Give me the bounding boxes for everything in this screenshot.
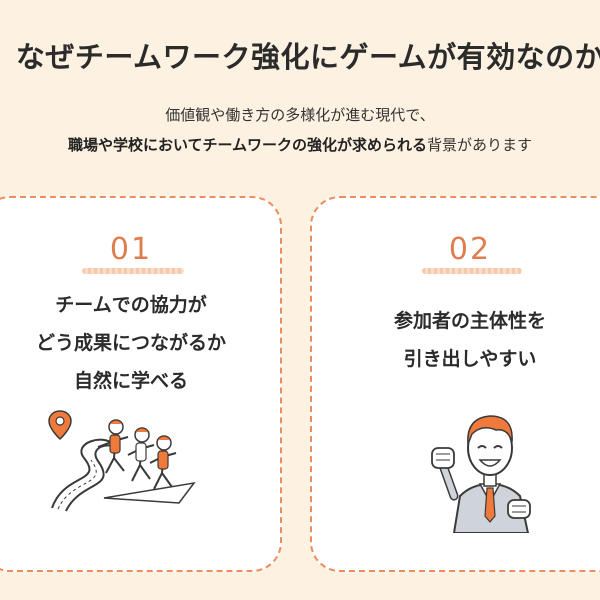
card-text: チームでの協力が どう成果につながるか 自然に学べる <box>0 286 280 400</box>
card-text-line: 参加者の主体性を <box>393 310 546 332</box>
subtitle-emphasis: 職場や学校においてチームワークの強化が求められる <box>67 136 428 154</box>
card-number: 01 <box>109 232 153 267</box>
card-text-line: どう成果につながるか <box>35 332 226 354</box>
card-text-line: 引き出しやすい <box>403 348 537 370</box>
page-title: なぜチームワーク強化にゲームが有効なのか <box>15 40 600 74</box>
subtitle-tail: 背景があります <box>427 136 533 154</box>
reason-card-01: 01 チームでの協力が どう成果につながるか 自然に学べる <box>0 196 282 572</box>
team-running-to-goal-illustration <box>48 410 196 512</box>
subtitle-line-1: 価値観や働き方の多様化が進む現代で、 <box>165 106 435 124</box>
card-text-line: チームでの協力が <box>55 294 207 316</box>
card-number: 02 <box>448 232 492 267</box>
number-underline <box>422 268 522 274</box>
subtitle-line-2: 職場や学校においてチームワークの強化が求められる背景があります <box>0 134 600 155</box>
map-pin-icon <box>48 410 72 441</box>
reason-card-02: 02 参加者の主体性を 引き出しやすい <box>310 196 600 572</box>
card-text-line: 自然に学べる <box>73 370 188 392</box>
number-underline <box>82 268 184 274</box>
card-text: 参加者の主体性を 引き出しやすい <box>312 302 600 378</box>
businessman-fist-pump-illustration <box>431 415 531 533</box>
